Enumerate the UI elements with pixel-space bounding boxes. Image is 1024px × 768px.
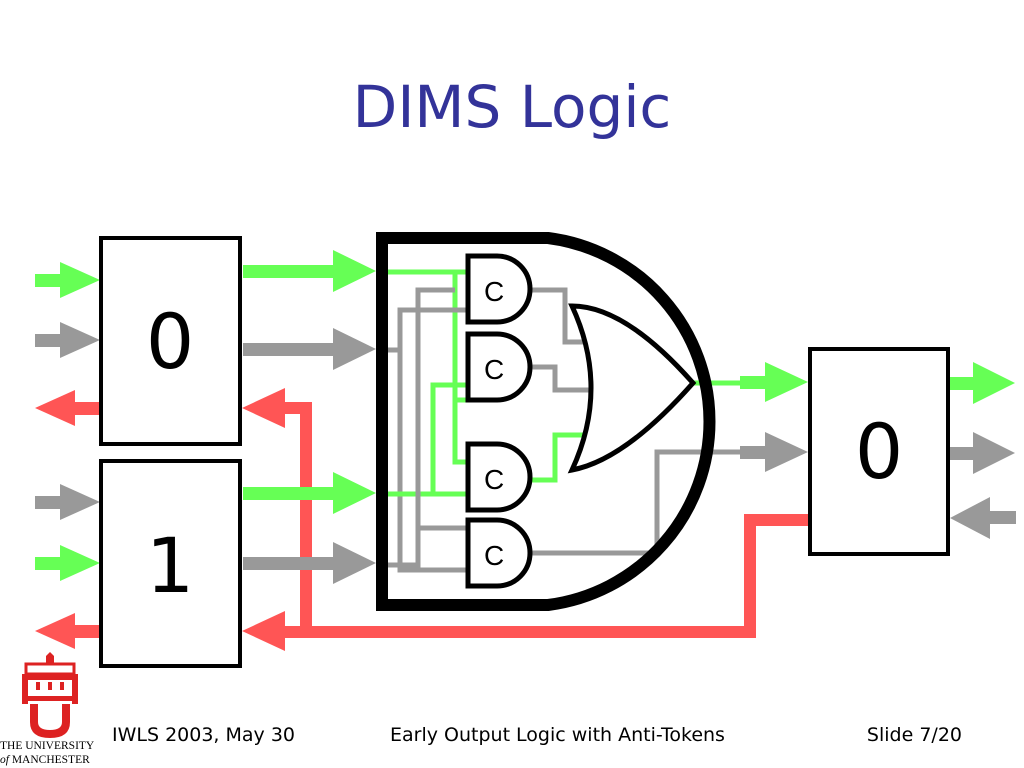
logo-text-of: of xyxy=(0,754,9,766)
input-register-bottom-value: 1 xyxy=(146,521,194,610)
input-register-top-value: 0 xyxy=(146,297,194,386)
wire-a0-grey xyxy=(388,307,468,353)
c-element-2-label: C xyxy=(484,354,504,385)
arrow-in-b0 xyxy=(35,484,100,520)
c-element-3 xyxy=(465,441,533,513)
wire-a1-green xyxy=(388,269,468,403)
c-element-4 xyxy=(465,517,533,589)
wire-b1-green xyxy=(388,382,468,497)
university-crest-icon xyxy=(22,652,78,738)
arrow-b1-to-gate xyxy=(243,472,376,514)
arrow-out0-to-reg xyxy=(740,432,808,472)
wire-b0-grey-b xyxy=(415,287,455,528)
arrow-in-a1 xyxy=(35,262,100,298)
c-elements xyxy=(465,253,533,589)
c-element-1 xyxy=(465,253,533,325)
logo-text-name: MANCHESTER xyxy=(11,754,90,766)
wire-a0-grey-b xyxy=(397,350,468,573)
university-logo: THE UNIVERSITY of MANCHESTER xyxy=(0,652,100,768)
arrows xyxy=(35,250,1016,651)
c-element-4-label: C xyxy=(484,540,504,571)
ack-wire-main xyxy=(282,514,808,638)
wire-c1-out xyxy=(532,287,588,345)
wire-a1-to-c3 xyxy=(452,400,468,465)
arrow-ack-to-reg-a xyxy=(242,388,285,428)
wire-c2-out xyxy=(532,364,590,393)
arrow-ack-out xyxy=(950,497,1016,539)
c-element-3-label: C xyxy=(484,464,504,495)
arrow-a0-to-gate xyxy=(243,328,376,370)
arrow-out1-to-reg xyxy=(740,362,808,402)
logo-text-university: THE UNIVERSITY xyxy=(0,740,95,752)
arrow-out-1 xyxy=(950,362,1015,404)
output-register-value: 0 xyxy=(855,407,903,496)
arrow-a1-to-gate xyxy=(243,250,376,292)
footer-center: Early Output Logic with Anti-Tokens xyxy=(390,724,725,746)
arrow-in-b1 xyxy=(35,545,100,581)
c-element-2 xyxy=(465,331,533,403)
arrow-ack-b xyxy=(35,613,100,649)
ack-wire-branch xyxy=(282,402,312,632)
arrow-b0-to-gate xyxy=(243,542,376,584)
registers xyxy=(99,236,950,668)
input-register-top xyxy=(99,236,242,446)
slide-title: DIMS Logic xyxy=(352,73,672,141)
output-register xyxy=(808,347,950,556)
arrow-ack-to-reg-b xyxy=(242,611,285,651)
wire-b0-grey xyxy=(388,525,468,568)
logo-text-manchester: of MANCHESTER xyxy=(0,754,100,766)
wire-c4-out xyxy=(532,449,740,556)
arrow-in-a0 xyxy=(35,322,100,358)
dims-gate-outline xyxy=(376,232,716,611)
input-register-bottom xyxy=(99,459,242,668)
wire-c3-out xyxy=(532,432,588,483)
ack-wires xyxy=(282,402,808,638)
arrow-out-0 xyxy=(950,432,1015,474)
footer-left: IWLS 2003, May 30 xyxy=(112,724,296,746)
arrow-ack-a xyxy=(35,390,100,426)
c-element-1-label: C xyxy=(484,276,504,307)
or-gate xyxy=(567,303,697,474)
internal-wires xyxy=(388,269,740,573)
footer-right: Slide 7/20 xyxy=(866,724,962,746)
